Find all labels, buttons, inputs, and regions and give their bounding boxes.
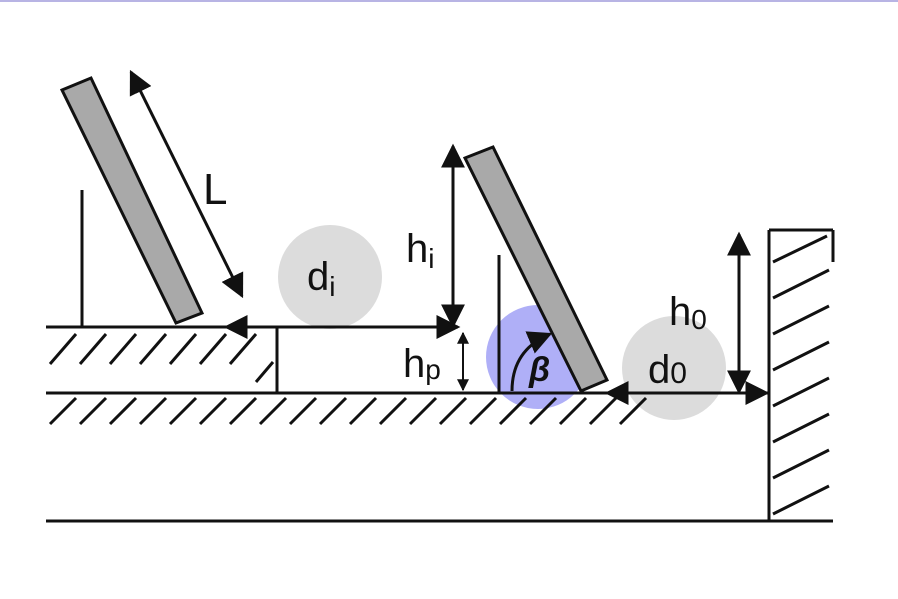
di-highlight [278,225,382,329]
di-label-sub: i [329,271,335,302]
d0-label-sub: 0 [670,357,687,390]
h0-label: h0 [669,290,707,335]
di-label: di [307,255,335,302]
end-wall [767,228,835,521]
h0-label-main: h [669,290,691,334]
hi-label-main: h [406,227,428,271]
hp-label-sub: p [425,354,441,385]
top-border [0,0,898,2]
L-dimension-arrow [129,69,244,299]
hi-label: hi [406,227,434,274]
hp-label: hp [403,342,441,386]
inclined-plate-lower [462,145,610,393]
hp-label-main: h [403,342,425,386]
hi-label-sub: i [428,243,434,274]
L-label: L [203,165,227,214]
lower-channel-bed [46,391,770,426]
di-label-main: d [307,255,329,299]
upper-channel-bed [46,325,458,392]
d0-label: d0 [648,348,687,392]
h0-label-sub: 0 [691,304,707,335]
beta-label: β [528,351,550,389]
beta-angle-arc [510,331,553,392]
d0-label-main: d [648,348,670,392]
inclined-plate-upper [59,76,205,327]
